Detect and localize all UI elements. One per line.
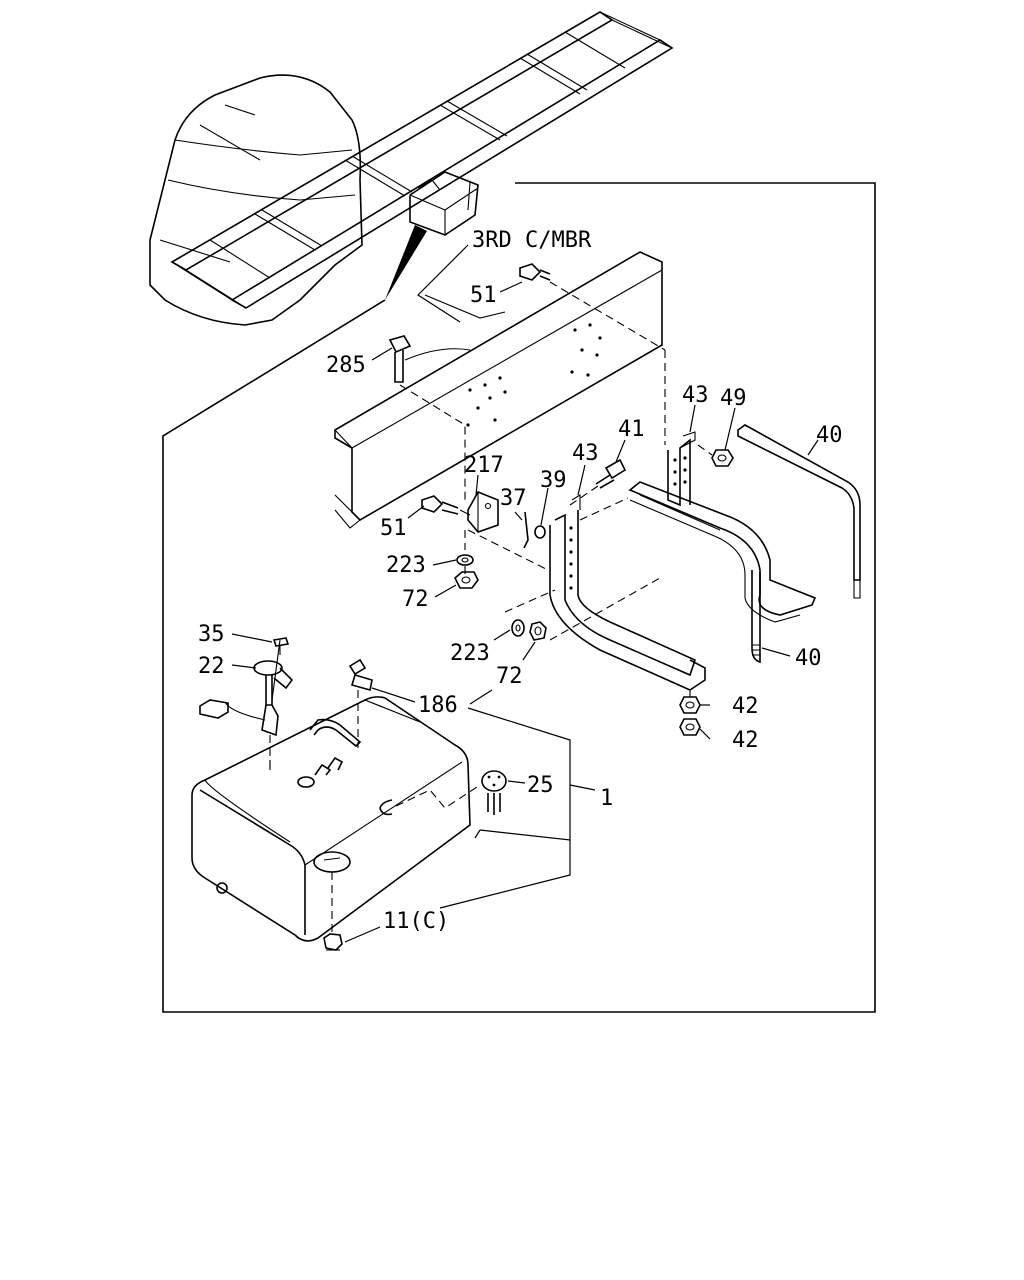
callout-labels: 51 285 43 49 40 43 41 217 37 39 51 223 7… bbox=[198, 283, 843, 934]
callout-51-mid: 51 bbox=[380, 516, 407, 541]
nut-72-lower bbox=[529, 621, 547, 641]
bolt-51-upper bbox=[519, 263, 551, 281]
gauge-unit-25 bbox=[481, 770, 507, 815]
truck-overview bbox=[149, 11, 674, 326]
bolt-285 bbox=[388, 335, 412, 383]
clip-37 bbox=[523, 511, 529, 549]
callout-42-b: 42 bbox=[732, 728, 759, 753]
tank-strap-bracket-left bbox=[549, 494, 706, 691]
callout-285: 285 bbox=[326, 353, 366, 378]
bolt-41 bbox=[595, 458, 627, 489]
callout-40-bottom: 40 bbox=[795, 646, 822, 671]
nut-42-upper bbox=[679, 696, 701, 714]
callout-217: 217 bbox=[464, 453, 504, 478]
callout-25: 25 bbox=[527, 773, 554, 798]
strap-rod-40 bbox=[737, 424, 861, 664]
callout-11c: 11(C) bbox=[383, 909, 449, 934]
bracket-217 bbox=[459, 490, 499, 533]
callout-43-mid: 43 bbox=[572, 441, 599, 466]
section-label: 3RD C/MBR bbox=[472, 228, 592, 253]
callout-43-right: 43 bbox=[682, 383, 709, 408]
leader-lines bbox=[231, 281, 819, 943]
drain-plug-11c bbox=[323, 933, 343, 951]
washer-223-lower bbox=[511, 619, 525, 637]
washer-223-upper bbox=[456, 554, 474, 566]
fitting-186 bbox=[348, 658, 373, 692]
nut-42-lower bbox=[679, 718, 701, 736]
nut-72-upper bbox=[454, 571, 479, 589]
callout-42-a: 42 bbox=[732, 694, 759, 719]
washer-39 bbox=[534, 525, 546, 539]
callout-22: 22 bbox=[198, 654, 225, 679]
callout-223-bottom: 223 bbox=[450, 641, 490, 666]
callout-186: 186 bbox=[418, 693, 458, 718]
callout-72-bottom: 72 bbox=[496, 664, 523, 689]
callout-39: 39 bbox=[540, 468, 567, 493]
callout-72-top: 72 bbox=[402, 587, 429, 612]
callout-1: 1 bbox=[600, 786, 613, 811]
callout-51-top: 51 bbox=[470, 283, 497, 308]
callout-40-top: 40 bbox=[816, 423, 843, 448]
callout-41: 41 bbox=[618, 417, 645, 442]
callout-49: 49 bbox=[720, 386, 747, 411]
callout-37: 37 bbox=[500, 486, 527, 511]
callout-35: 35 bbox=[198, 622, 225, 647]
bolt-51-middle bbox=[421, 495, 459, 515]
chassis-cross-member bbox=[334, 251, 663, 529]
nut-49 bbox=[711, 449, 734, 467]
screw-35 bbox=[272, 637, 290, 655]
fuel-tank-1 bbox=[191, 696, 471, 942]
detail-frame bbox=[162, 182, 876, 1013]
callout-223-top: 223 bbox=[386, 553, 426, 578]
tank-strap-bracket-right bbox=[628, 431, 817, 623]
